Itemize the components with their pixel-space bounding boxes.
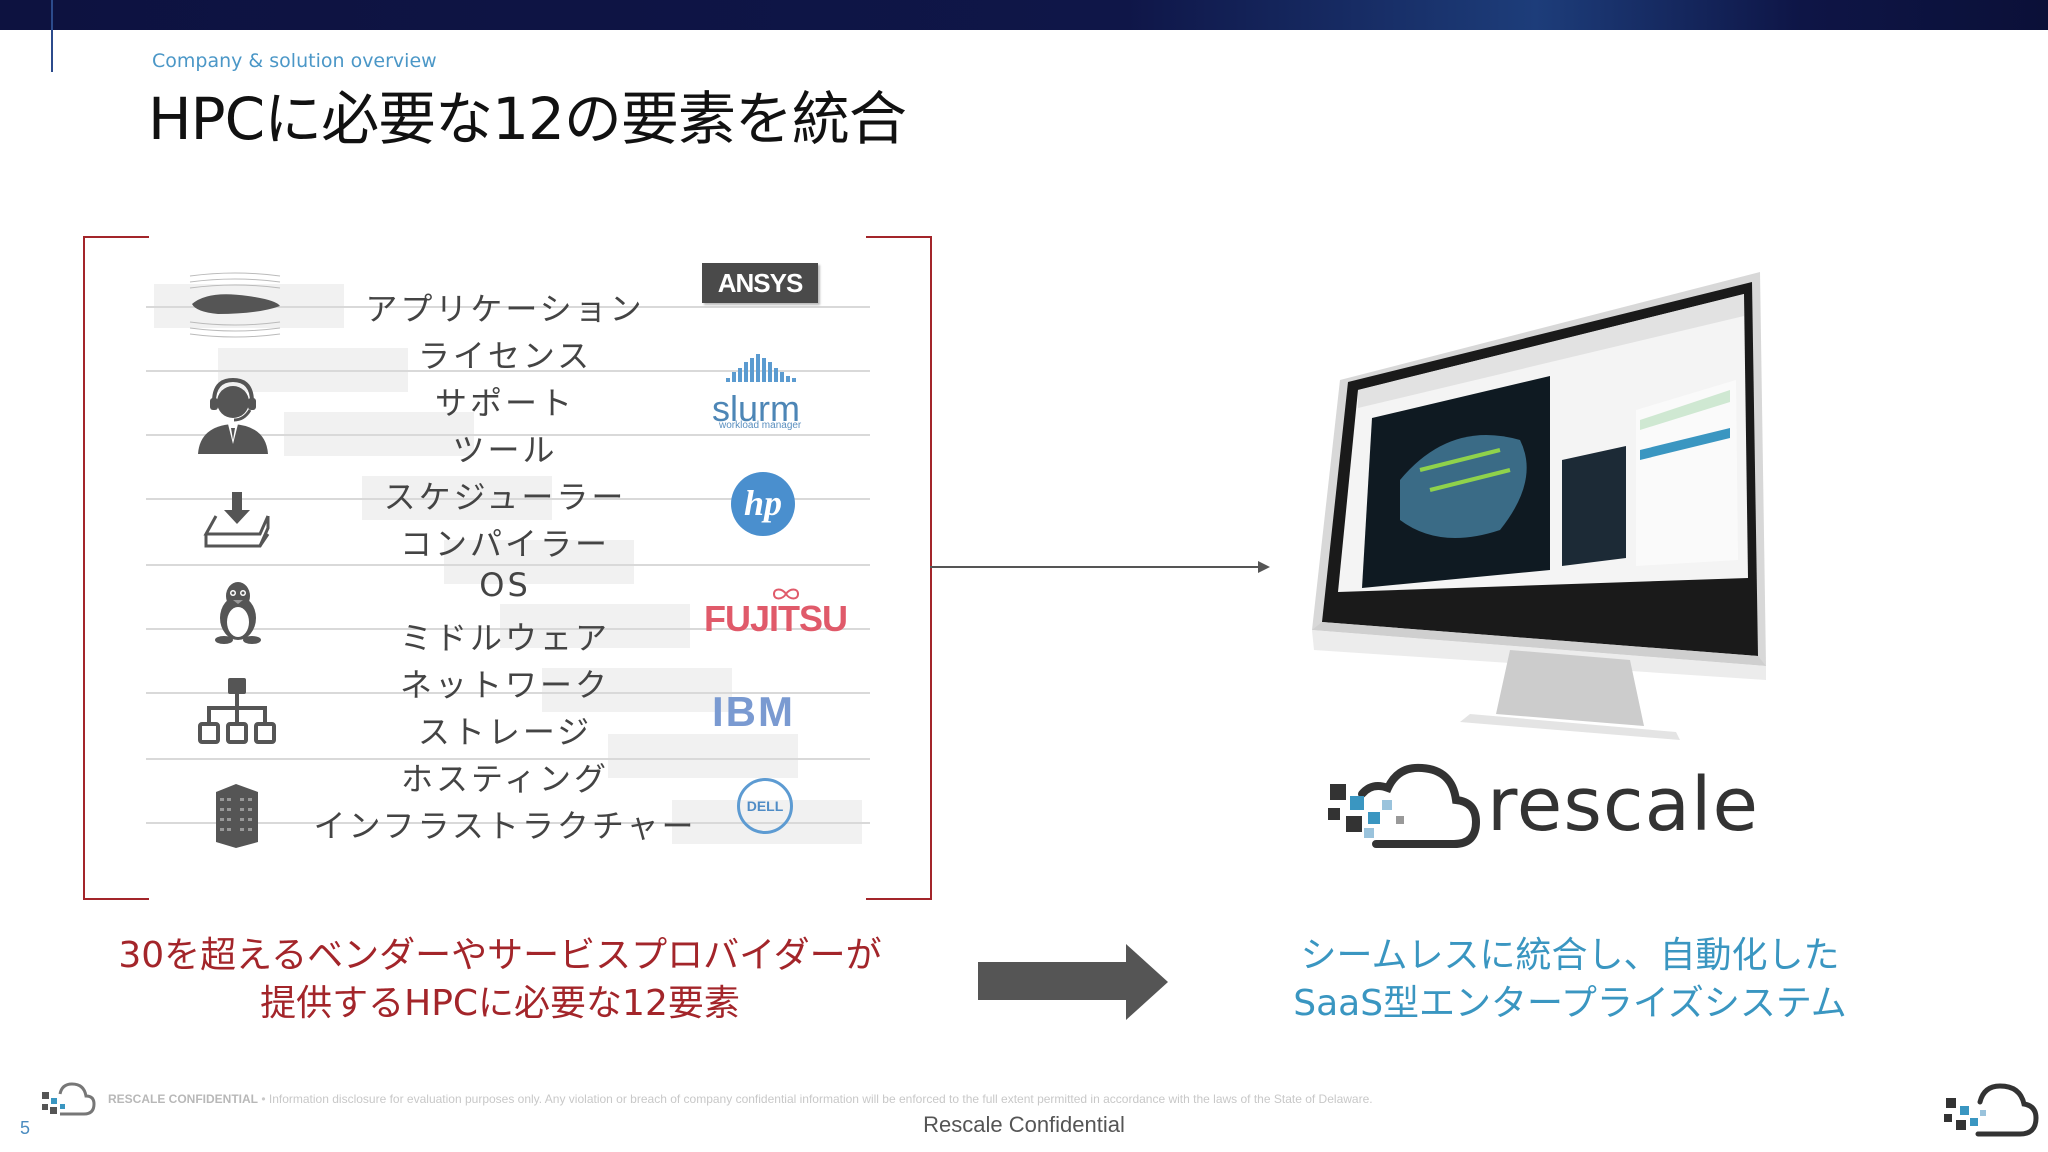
- airfoil-icon: [189, 272, 281, 338]
- ghost-block: [444, 540, 634, 584]
- footer-rescale-logo-icon: [42, 1082, 96, 1116]
- linux-penguin-icon: [215, 582, 261, 644]
- slurm-subtitle: workload manager: [719, 420, 802, 431]
- dell-logo: DELL: [737, 778, 793, 834]
- row-divider: [146, 306, 870, 308]
- rescale-caption-line2: SaaS型エンタープライズシステム: [1293, 983, 1847, 1024]
- download-install-icon: [203, 492, 270, 548]
- element-storage: ストレージ: [417, 713, 593, 751]
- element-application: アプリケーション: [365, 290, 645, 328]
- ghost-block: [542, 668, 732, 712]
- element-scheduler: スケジューラー: [383, 478, 627, 516]
- page-number: 5: [20, 1118, 31, 1138]
- row-divider: [146, 498, 870, 500]
- element-tools: ツール: [452, 431, 558, 469]
- left-bracket: [83, 236, 149, 900]
- connector-arrow-head: [1258, 561, 1270, 573]
- big-arrow-body: [978, 962, 1128, 1000]
- rescale-monitor-image: [1312, 272, 1766, 740]
- element-hosting: ホスティング: [400, 760, 610, 798]
- slurm-logo: slurm: [712, 388, 800, 429]
- rescale-wordmark: rescale: [1487, 762, 1759, 848]
- row-divider: [146, 758, 870, 760]
- vendors-caption: 30を超えるベンダーやサービスプロバイダーが 提供するHPCに必要な12要素: [70, 932, 930, 1028]
- element-middleware: ミドルウェア: [399, 619, 610, 657]
- headset-support-icon: [198, 377, 268, 454]
- element-license: ライセンス: [417, 337, 593, 375]
- rescale-caption: シームレスに統合し、自動化した SaaS型エンタープライズシステム: [1230, 932, 1910, 1028]
- rescale-logo-icon: [1328, 763, 1480, 848]
- element-support: サポート: [434, 384, 575, 422]
- confidential-text: • Information disclosure for evaluation …: [258, 1092, 1373, 1106]
- row-divider: [146, 564, 870, 566]
- element-infrastructure: インフラストラクチャー: [313, 807, 697, 845]
- slurm-bars-icon: [726, 354, 796, 382]
- datacenter-building-icon: [216, 784, 258, 848]
- section-subtitle: Company & solution overview: [152, 50, 437, 72]
- big-arrow-head: [1126, 944, 1168, 1020]
- fujitsu-infinity-icon: [772, 588, 800, 600]
- hp-logo: hp: [731, 472, 795, 536]
- vendors-caption-line1: 30を超えるベンダーやサービスプロバイダーが: [118, 935, 882, 976]
- row-divider: [146, 370, 870, 372]
- ibm-logo: IBM: [712, 688, 795, 735]
- ansys-logo: ANSYS: [702, 263, 818, 303]
- element-os: OS: [479, 566, 531, 604]
- header-accent-line: [51, 0, 53, 72]
- fujitsu-logo: FUJITSU: [704, 598, 848, 639]
- row-divider: [146, 628, 870, 630]
- element-compiler: コンパイラー: [399, 525, 610, 563]
- vendors-caption-line2: 提供するHPCに必要な12要素: [260, 983, 740, 1024]
- network-tree-icon: [198, 678, 276, 744]
- row-divider: [146, 692, 870, 694]
- row-divider: [146, 434, 870, 436]
- confidentiality-notice: RESCALE CONFIDENTIAL • Information discl…: [108, 1092, 1373, 1106]
- corner-rescale-logo-icon: [1944, 1083, 2039, 1137]
- row-divider: [146, 822, 870, 824]
- confidential-label: RESCALE CONFIDENTIAL: [108, 1092, 258, 1106]
- right-bracket: [866, 236, 932, 900]
- element-network: ネットワーク: [399, 666, 610, 704]
- top-banner: [0, 0, 2048, 30]
- ghost-block: [608, 734, 798, 778]
- ghost-block: [500, 604, 690, 648]
- slide-title: HPCに必要な12の要素を統合: [148, 85, 907, 153]
- connector-arrow-line: [930, 566, 1260, 568]
- footer-confidential: Rescale Confidential: [923, 1112, 1125, 1137]
- rescale-caption-line1: シームレスに統合し、自動化した: [1300, 935, 1840, 976]
